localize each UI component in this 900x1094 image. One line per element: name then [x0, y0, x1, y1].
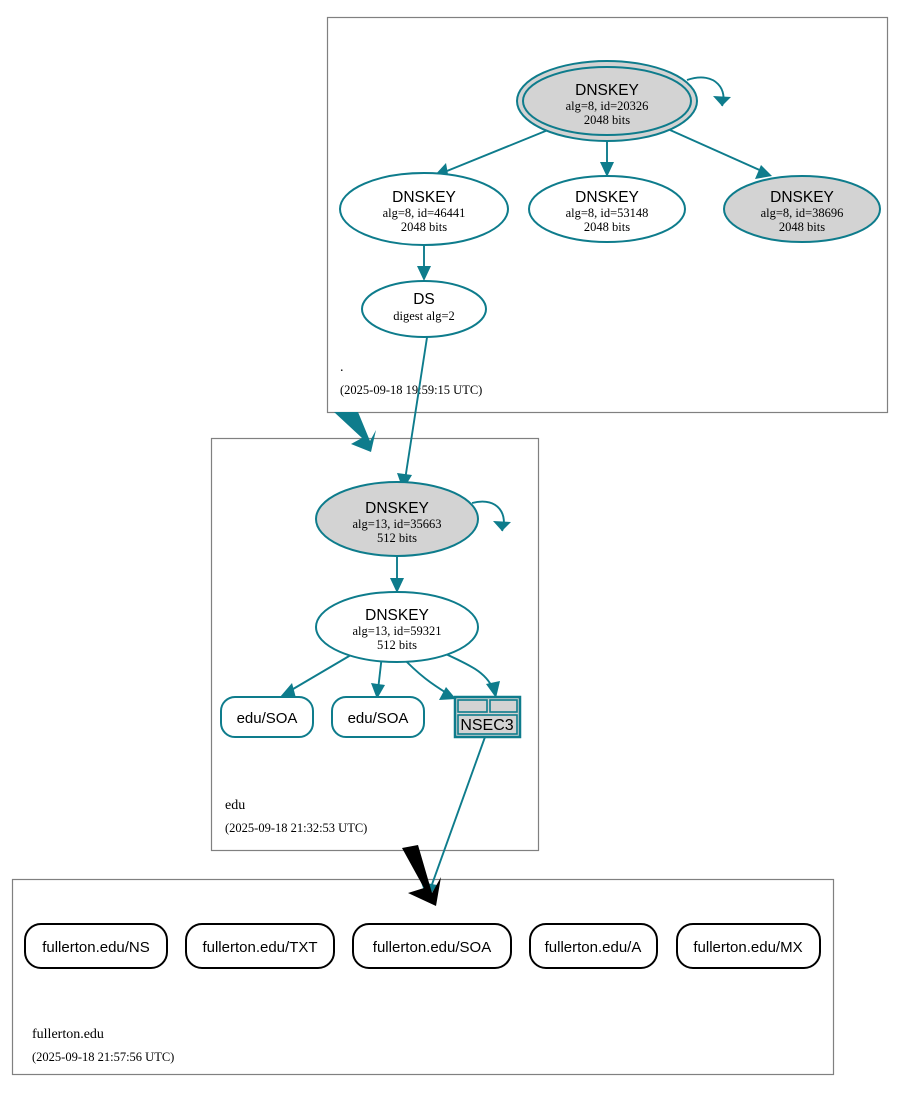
node-edu-nsec3[interactable]: NSEC3: [453, 695, 522, 739]
node-root-zsk-53148-ellipse: [528, 175, 686, 243]
node-root-zsk-38696-label: DNSKEY: [770, 189, 834, 206]
node-fullerton-a-box: [529, 923, 658, 969]
node-fullerton-txt-box: [185, 923, 335, 969]
node-edu-soa-1-label: edu/SOA: [237, 710, 298, 727]
node-root-zsk-46441-label: DNSKEY: [392, 189, 456, 206]
zone-edu-name: edu: [225, 798, 245, 813]
node-root-ksk-line3: 2048 bits: [584, 113, 630, 127]
node-root-zsk-53148-line2: alg=8, id=53148: [566, 206, 649, 220]
node-edu-ksk[interactable]: DNSKEY alg=13, id=35663 512 bits: [315, 481, 479, 557]
zone-fullerton-box: [11, 878, 835, 1076]
edge-root-ksk-to-zsk38696: [669, 129, 772, 179]
node-fullerton-soa-label: fullerton.edu/SOA: [373, 939, 491, 956]
edge-root-ksk-self: [686, 76, 731, 107]
node-fullerton-soa[interactable]: fullerton.edu/SOA: [352, 923, 512, 969]
node-fullerton-soa-box: [352, 923, 512, 969]
node-root-ds-label: DS: [413, 291, 435, 308]
node-fullerton-ns-box: [24, 923, 168, 969]
zone-fullerton-timestamp: (2025-09-18 21:57:56 UTC): [32, 1050, 174, 1064]
node-edu-soa-1[interactable]: edu/SOA: [220, 696, 314, 738]
zone-fullerton-name: fullerton.edu: [32, 1027, 104, 1042]
node-edu-ksk-line3: 512 bits: [377, 531, 417, 545]
node-root-ksk-label: DNSKEY: [575, 82, 639, 99]
node-root-ksk-ellipse-inner: [522, 66, 692, 136]
node-fullerton-mx-label: fullerton.edu/MX: [693, 939, 802, 956]
zone-fullerton: fullerton.edu (2025-09-18 21:57:56 UTC): [11, 878, 835, 1076]
edge-edu-ksk-self: [471, 500, 511, 532]
node-edu-zsk-ellipse: [315, 591, 479, 663]
node-root-ksk[interactable]: DNSKEY alg=8, id=20326 2048 bits: [516, 60, 698, 142]
node-root-zsk-53148-label: DNSKEY: [575, 189, 639, 206]
zone-root-name: .: [340, 360, 344, 375]
zone-root-box: [326, 16, 889, 414]
node-edu-zsk-label: DNSKEY: [365, 607, 429, 624]
node-edu-zsk[interactable]: DNSKEY alg=13, id=59321 512 bits: [315, 591, 479, 663]
edge-root-zsk46441-to-ds: [417, 243, 431, 281]
node-fullerton-mx[interactable]: fullerton.edu/MX: [676, 923, 821, 969]
zone-root-timestamp: (2025-09-18 19:59:15 UTC): [340, 383, 482, 397]
node-fullerton-ns-label: fullerton.edu/NS: [42, 939, 150, 956]
node-fullerton-txt-label: fullerton.edu/TXT: [202, 939, 317, 956]
delegation-arrow-edu-to-fullerton: [402, 845, 441, 906]
node-root-ds-line2: digest alg=2: [393, 309, 455, 323]
node-edu-zsk-line2: alg=13, id=59321: [352, 624, 441, 638]
node-edu-soa-2-label: edu/SOA: [348, 710, 409, 727]
zone-root: . (2025-09-18 19:59:15 UTC): [326, 16, 889, 414]
node-root-zsk-38696-ellipse: [723, 175, 881, 243]
node-root-zsk-46441-line3: 2048 bits: [401, 220, 447, 234]
edge-edu-nsec3-to-fullerton: [421, 736, 486, 900]
delegation-arrow-root-to-edu: [334, 412, 376, 452]
node-edu-soa-1-box: [220, 696, 314, 738]
node-edu-ksk-line2: alg=13, id=35663: [352, 517, 441, 531]
node-root-zsk-46441-line2: alg=8, id=46441: [383, 206, 466, 220]
zone-edu-timestamp: (2025-09-18 21:32:53 UTC): [225, 821, 367, 835]
node-edu-ksk-ellipse: [315, 481, 479, 557]
edge-edu-zsk-to-soa1: [280, 651, 357, 698]
node-edu-ksk-label: DNSKEY: [365, 500, 429, 517]
node-edu-nsec3-body-cell: [457, 714, 518, 735]
node-fullerton-ns[interactable]: fullerton.edu/NS: [24, 923, 168, 969]
node-edu-nsec3-header-cell-right: [489, 699, 518, 713]
node-edu-nsec3-label: NSEC3: [460, 717, 513, 734]
node-root-ksk-line2: alg=8, id=20326: [566, 99, 649, 113]
edge-root-ds-to-edu-ksk: [397, 330, 429, 490]
node-root-zsk-53148[interactable]: DNSKEY alg=8, id=53148 2048 bits: [528, 175, 686, 243]
node-fullerton-a-label: fullerton.edu/A: [545, 939, 642, 956]
node-root-ds-ellipse: [361, 280, 487, 338]
node-root-zsk-38696-line3: 2048 bits: [779, 220, 825, 234]
node-root-ds[interactable]: DS digest alg=2: [361, 280, 487, 338]
node-edu-zsk-line3: 512 bits: [377, 638, 417, 652]
node-fullerton-a[interactable]: fullerton.edu/A: [529, 923, 658, 969]
node-root-zsk-38696-line2: alg=8, id=38696: [761, 206, 844, 220]
node-root-zsk-46441[interactable]: DNSKEY alg=8, id=46441 2048 bits: [339, 172, 509, 246]
edge-edu-ksk-to-zsk: [390, 554, 404, 593]
node-edu-soa-2[interactable]: edu/SOA: [331, 696, 425, 738]
node-fullerton-mx-box: [676, 923, 821, 969]
node-edu-soa-2-box: [331, 696, 425, 738]
edge-root-ksk-to-zsk46441: [434, 129, 549, 180]
node-fullerton-txt[interactable]: fullerton.edu/TXT: [185, 923, 335, 969]
node-root-zsk-38696[interactable]: DNSKEY alg=8, id=38696 2048 bits: [723, 175, 881, 243]
zone-edu: edu (2025-09-18 21:32:53 UTC): [210, 437, 540, 852]
node-root-ksk-ellipse-outer: [516, 60, 698, 142]
node-edu-nsec3-header-cell-left: [457, 699, 488, 713]
node-root-zsk-46441-ellipse: [339, 172, 509, 246]
zone-edu-box: [210, 437, 540, 852]
node-root-zsk-53148-line3: 2048 bits: [584, 220, 630, 234]
